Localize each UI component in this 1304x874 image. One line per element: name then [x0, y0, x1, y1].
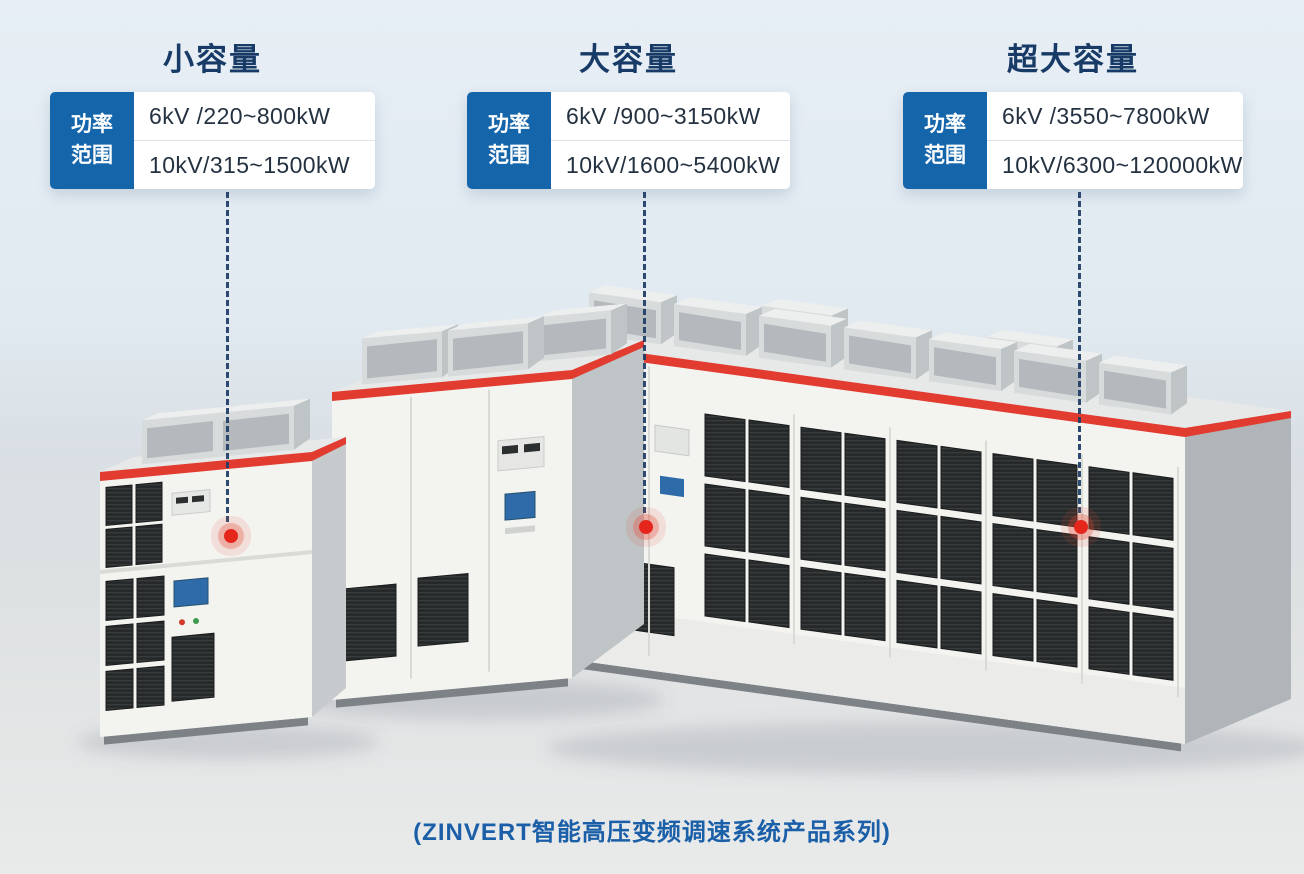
power-range-label: 功率 范围 — [903, 92, 987, 189]
range-row: 6kV /900~3150kW — [566, 102, 761, 129]
callout-small-capacity: 小容量 功率 范围 6kV /220~800kW 10kV/315~1500kW — [50, 34, 375, 189]
power-range-label: 功率 范围 — [467, 92, 551, 189]
callout-marker — [224, 529, 238, 543]
cabinet-large — [332, 303, 644, 708]
power-range-box: 功率 范围 6kV /3550~7800kW 10kV/6300~120000k… — [903, 92, 1243, 189]
range-row: 10kV/315~1500kW — [134, 140, 375, 189]
range-label-line: 功率 — [488, 113, 530, 137]
callout-large-capacity: 大容量 功率 范围 6kV /900~3150kW 10kV/1600~5400… — [467, 34, 790, 189]
callout-connector — [643, 192, 646, 513]
callout-marker — [639, 520, 653, 534]
fan-unit — [674, 297, 762, 356]
fan-unit — [929, 332, 1017, 392]
range-label-line: 范围 — [71, 143, 113, 167]
callout-connector — [226, 192, 229, 522]
fan-unit — [362, 324, 458, 385]
power-range-box: 功率 范围 6kV /900~3150kW 10kV/1600~5400kW — [467, 92, 790, 189]
range-list: 6kV /900~3150kW 10kV/1600~5400kW — [551, 92, 790, 189]
series-caption: (ZINVERT智能高压变频调速系统产品系列) — [413, 819, 891, 846]
range-row: 6kV /220~800kW — [149, 102, 331, 129]
callout-marker — [1074, 520, 1088, 534]
cabinet-extra-large — [560, 285, 1291, 752]
range-label-line: 范围 — [924, 143, 966, 167]
product-title: 超大容量 — [1007, 42, 1139, 77]
callout-extra-large-capacity: 超大容量 功率 范围 6kV /3550~7800kW 10kV/6300~12… — [903, 34, 1243, 189]
range-label-line: 功率 — [71, 113, 113, 137]
product-title: 大容量 — [579, 42, 678, 77]
power-range-label: 功率 范围 — [50, 92, 134, 189]
range-list: 6kV /220~800kW 10kV/315~1500kW — [134, 92, 375, 189]
fan-unit — [142, 406, 234, 465]
range-row: 10kV/6300~120000kW — [987, 140, 1243, 189]
power-range-box: 功率 范围 6kV /220~800kW 10kV/315~1500kW — [50, 92, 375, 189]
fan-unit — [448, 316, 544, 377]
fan-unit — [539, 303, 627, 362]
range-list: 6kV /3550~7800kW 10kV/6300~120000kW — [987, 92, 1243, 189]
fan-unit — [1099, 355, 1187, 415]
range-label-line: 功率 — [924, 113, 966, 137]
callout-connector — [1078, 192, 1081, 513]
fan-unit — [759, 308, 847, 368]
range-row: 6kV /3550~7800kW — [1002, 102, 1210, 129]
range-row: 10kV/1600~5400kW — [551, 140, 790, 189]
fan-unit — [218, 398, 310, 457]
fan-unit — [844, 320, 932, 380]
range-label-line: 范围 — [488, 143, 530, 167]
cabinet-small — [100, 398, 346, 745]
fan-unit — [1014, 343, 1102, 403]
product-title: 小容量 — [163, 42, 262, 77]
